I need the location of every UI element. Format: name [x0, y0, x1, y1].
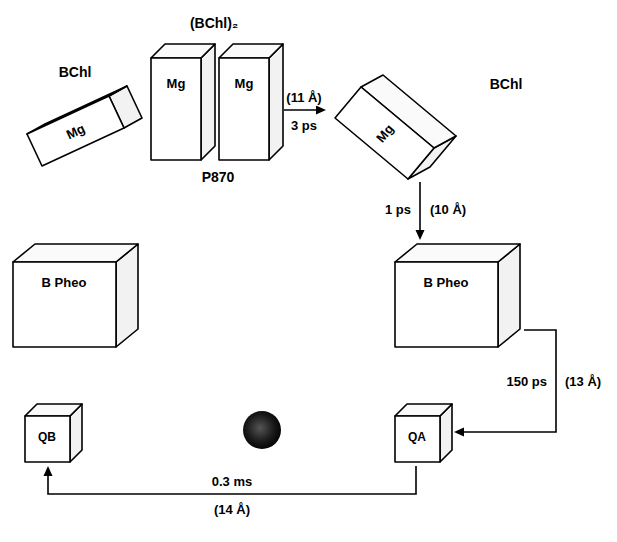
cube-face	[201, 44, 215, 160]
quinone-name-holder: QB	[38, 427, 56, 445]
arrowhead	[454, 428, 464, 437]
molecule-name-holder: BChl	[59, 63, 92, 81]
special-pair-box: Mg	[214, 38, 284, 163]
cube-face	[25, 404, 82, 416]
molecule-name: BChl	[490, 76, 523, 92]
cube-face	[395, 404, 452, 416]
cube-face	[219, 44, 283, 58]
dimer-name: (BChl)₂	[188, 15, 240, 31]
dimer-name-holder: (BChl)₂	[188, 14, 240, 32]
quinone-name: QA	[408, 431, 426, 445]
arrowhead	[44, 466, 53, 476]
cube-outline	[392, 240, 524, 350]
atom-symbol-holder: Mg	[167, 74, 186, 92]
special-pair-box: Mg	[146, 38, 216, 163]
cube-face	[151, 58, 201, 160]
cube-face	[13, 262, 116, 347]
pheophytin-cube: B Pheo	[10, 240, 142, 350]
distance-label-holder: (14 Å)	[212, 500, 252, 518]
cube-outline	[146, 38, 216, 163]
molecule-name: B Pheo	[424, 276, 469, 291]
time-label-holder: 0.3 ms	[210, 472, 254, 490]
distance-label: (13 Å)	[563, 375, 603, 390]
molecule-name-holder: B Pheo	[424, 273, 469, 291]
electron-transfer-arrow	[44, 466, 417, 494]
quinone-cube: QA	[392, 400, 454, 466]
atom-symbol: Mg	[167, 77, 186, 92]
cube-face	[395, 262, 498, 347]
connector-line	[48, 466, 416, 494]
distance-label-holder: (11 Å)	[284, 88, 323, 106]
cube-face	[395, 244, 520, 262]
arrowhead	[416, 230, 425, 240]
molecule-name-holder: B Pheo	[42, 273, 87, 291]
electron-transfer-arrow	[284, 106, 326, 115]
cube-outline	[10, 240, 142, 350]
bacteriochlorophyll-slab: BChlMg	[326, 62, 551, 182]
distance-label: (10 Å)	[428, 203, 468, 218]
reaction-center-name-holder: P870	[200, 168, 237, 186]
cube-face	[219, 58, 269, 160]
time-label: 0.3 ms	[210, 475, 254, 490]
distance-label-holder: (10 Å)	[428, 200, 468, 218]
electron-transfer-arrow	[416, 182, 425, 240]
pheophytin-cube: B Pheo	[392, 240, 524, 350]
connector-line	[284, 109, 318, 111]
time-label: 150 ps	[505, 375, 549, 390]
cube-face	[335, 87, 434, 179]
cube-face	[13, 244, 138, 262]
distance-label: (14 Å)	[212, 503, 252, 518]
molecule-name: BChl	[59, 64, 92, 80]
quinone-cube: QB	[22, 400, 84, 466]
time-label-holder: 3 ps	[289, 116, 319, 134]
time-label-holder: 1 ps	[383, 200, 413, 218]
connector-line	[419, 182, 421, 232]
cube-face	[151, 44, 215, 58]
reaction-center-name: P870	[200, 169, 237, 185]
bacteriochlorophyll-slab: BChlMg	[15, 62, 155, 180]
cube-face	[25, 416, 70, 462]
quinone-name-holder: QA	[408, 427, 426, 445]
atom-symbol-holder: Mg	[235, 74, 254, 92]
molecule-name-holder: BChl	[490, 75, 523, 93]
time-label-holder: 150 ps	[505, 372, 549, 390]
cube-face	[395, 416, 440, 462]
arrowhead	[316, 106, 326, 115]
cube-face	[27, 96, 124, 166]
time-label: 1 ps	[383, 203, 413, 218]
atom-symbol: Mg	[235, 77, 254, 92]
cube-face	[269, 44, 283, 160]
distance-label-holder: (13 Å)	[563, 372, 603, 390]
cube-outline	[214, 38, 284, 163]
distance-label: (11 Å)	[284, 91, 323, 106]
time-label: 3 ps	[289, 119, 319, 134]
quinone-name: QB	[38, 431, 56, 445]
iron-atom	[243, 411, 281, 449]
molecule-name: B Pheo	[42, 276, 87, 291]
